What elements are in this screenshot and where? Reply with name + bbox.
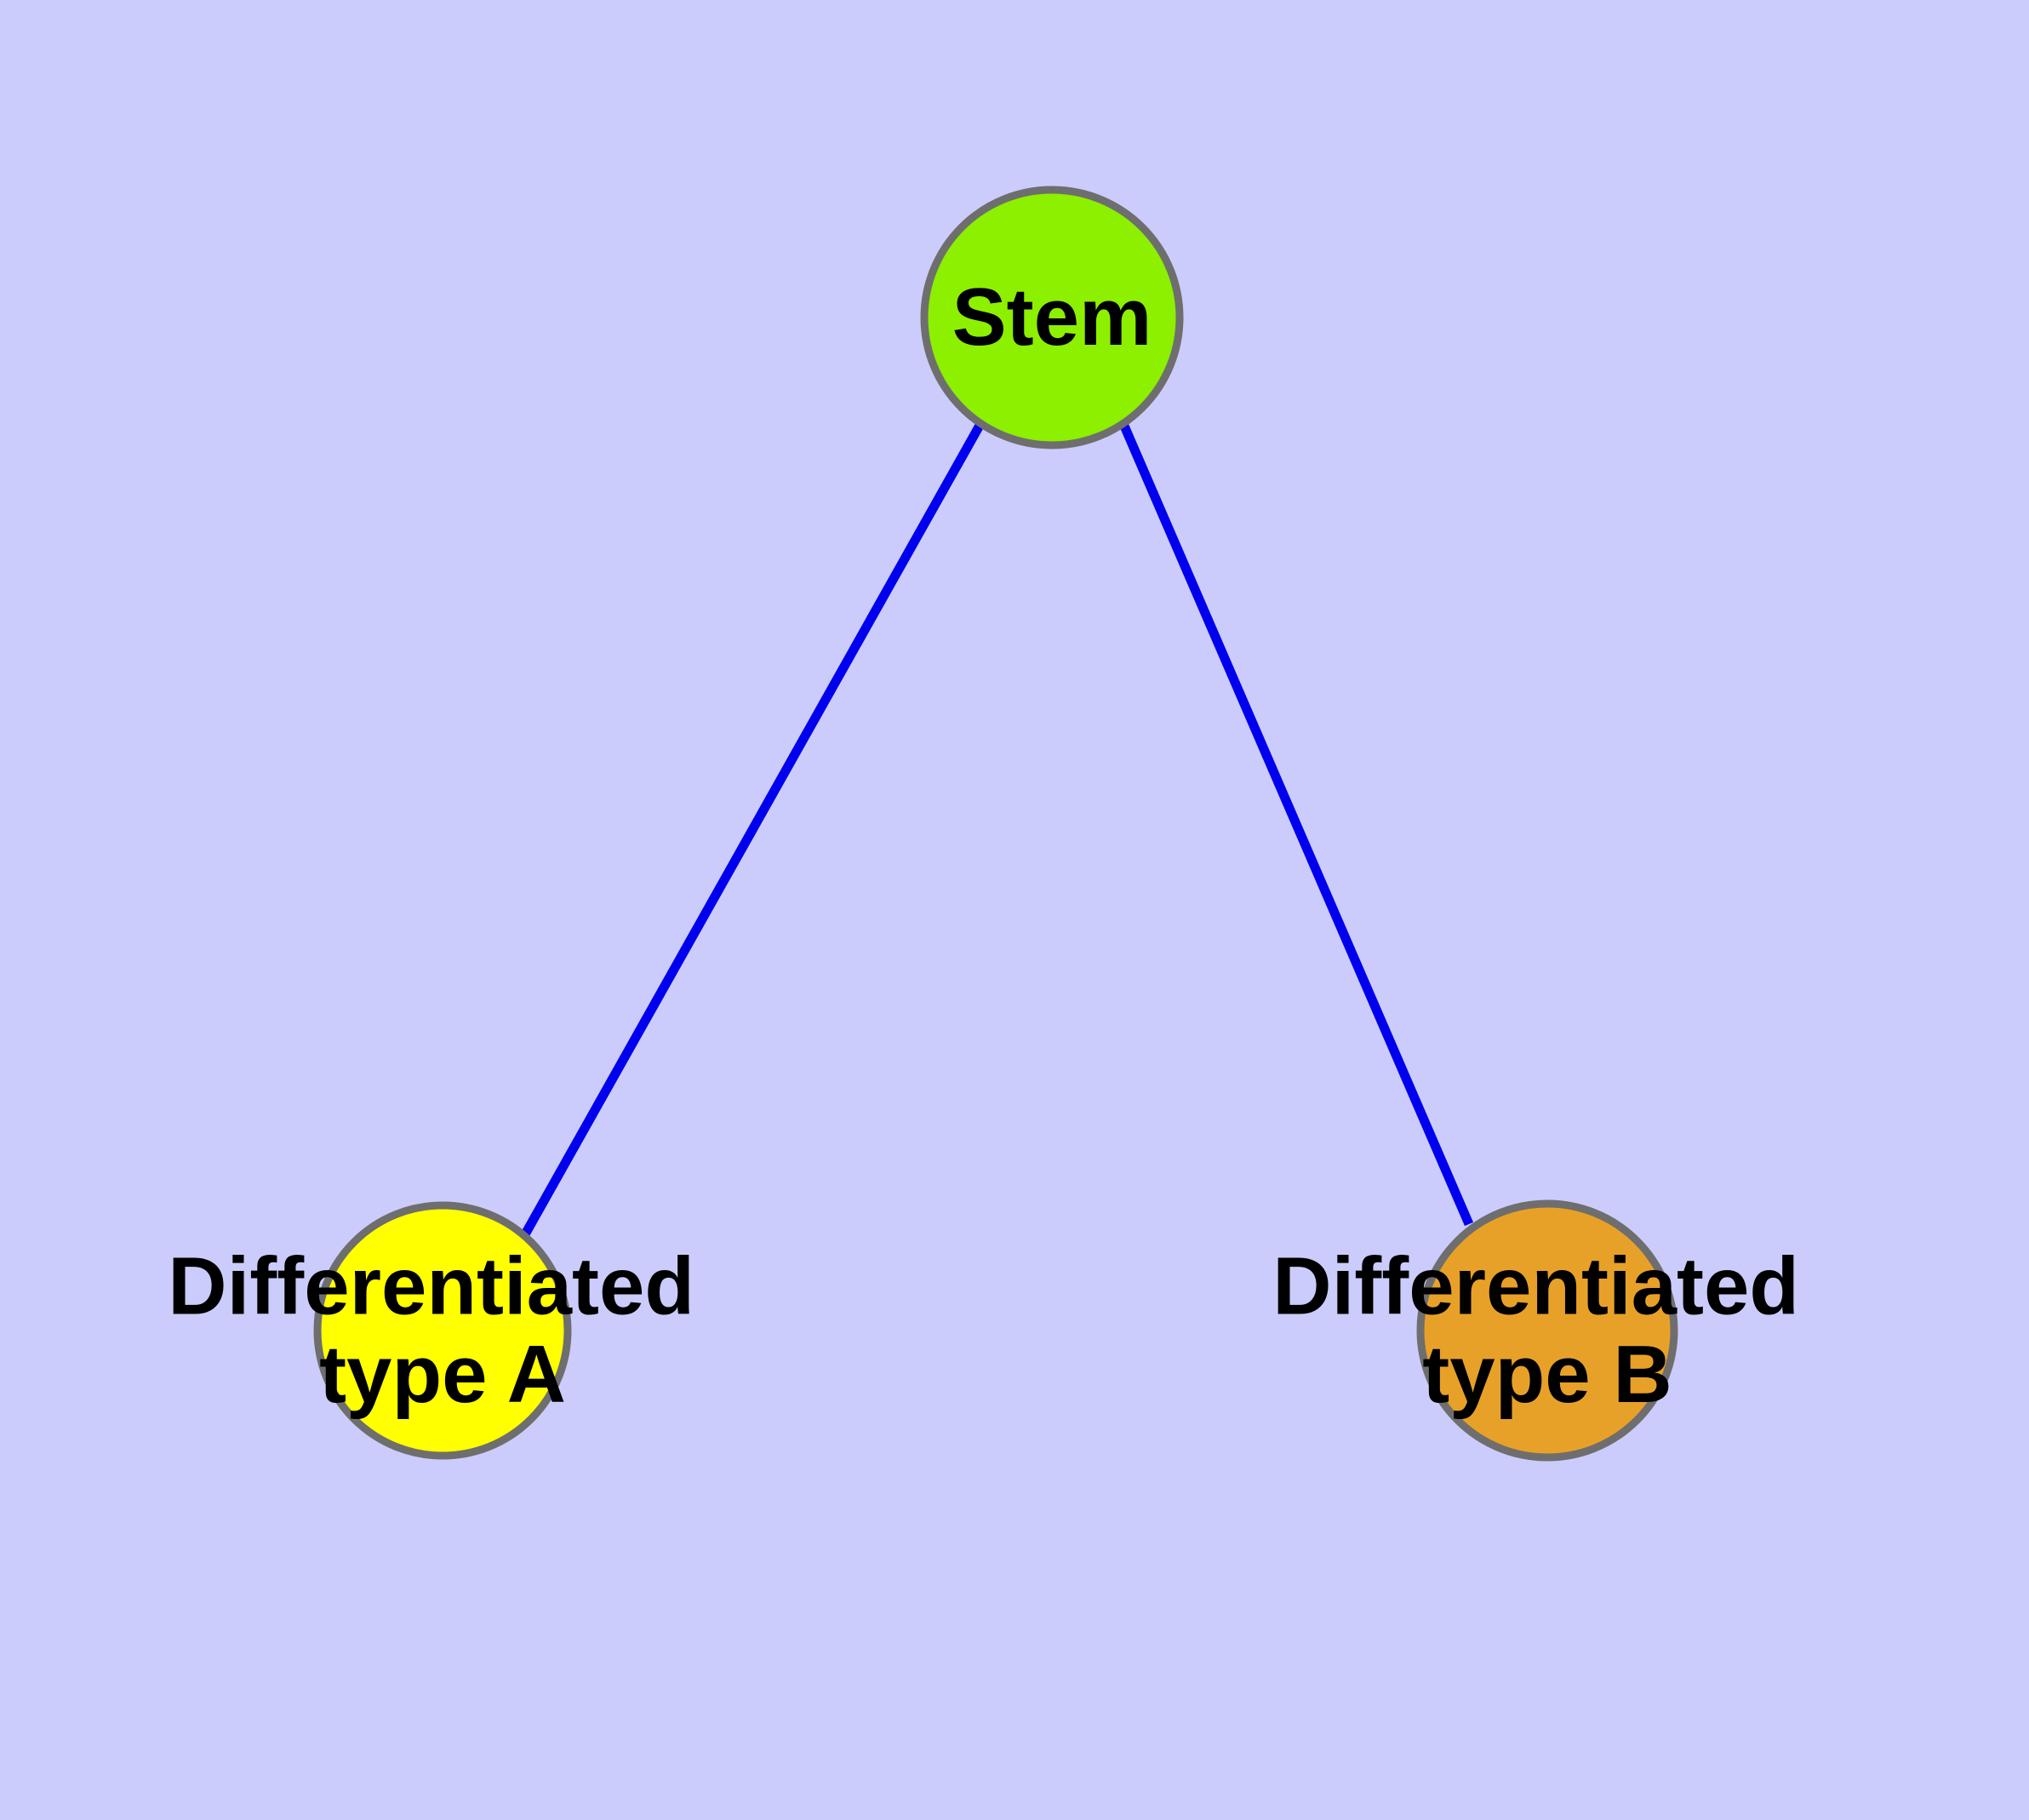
node-stem-label: Stem bbox=[952, 272, 1152, 363]
node-differentiated-type-a-circle[interactable] bbox=[313, 1201, 572, 1460]
node-differentiated-type-b[interactable] bbox=[1416, 1199, 1678, 1462]
node-layer bbox=[313, 186, 1678, 1462]
node-differentiated-type-b-label: Differentiated type B bbox=[1272, 1235, 1821, 1421]
node-differentiated-type-a-label: Differentiated type A bbox=[168, 1235, 717, 1421]
node-stem-circle[interactable] bbox=[920, 186, 1184, 449]
node-differentiated-type-b-label-line-1: Differentiated bbox=[1272, 1241, 1799, 1332]
node-differentiated-type-b-circle[interactable] bbox=[1416, 1199, 1678, 1462]
node-stem[interactable] bbox=[920, 186, 1184, 449]
edge-stem-to-differentiated-type-b[interactable] bbox=[1118, 421, 1474, 1227]
node-differentiated-type-a-label-line-1: Differentiated bbox=[168, 1241, 694, 1332]
edge-layer bbox=[521, 421, 1474, 1237]
node-differentiated-type-a[interactable] bbox=[313, 1201, 572, 1460]
node-stem-label-line-1: Stem bbox=[952, 272, 1152, 363]
node-differentiated-type-b-label-line-2: type B bbox=[1422, 1329, 1672, 1420]
label-layer: Stem Differentiated type A Differentiate… bbox=[168, 272, 1821, 1421]
edge-stem-to-differentiated-type-a[interactable] bbox=[521, 421, 985, 1237]
node-differentiated-type-a-label-line-2: type A bbox=[319, 1329, 566, 1420]
